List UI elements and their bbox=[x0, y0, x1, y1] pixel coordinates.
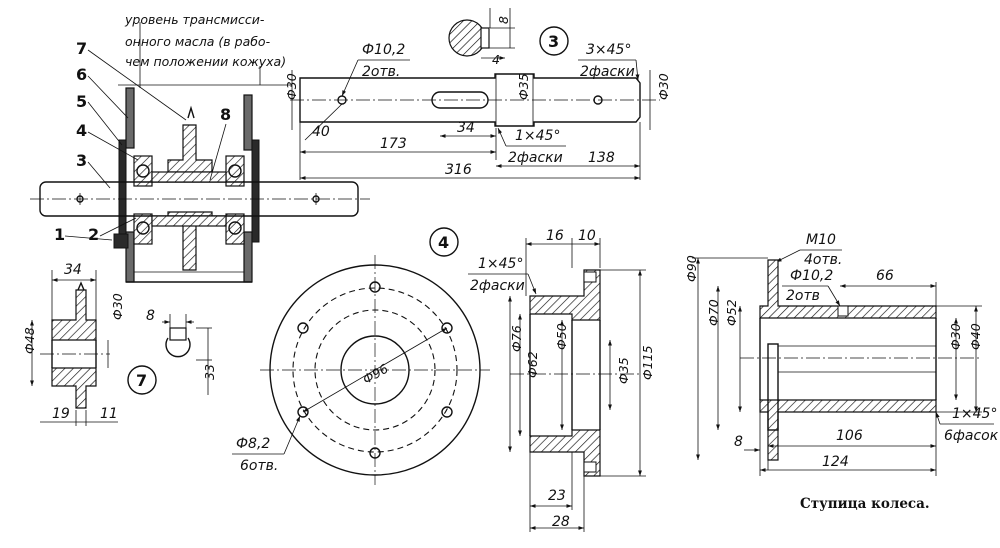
shaft-dia-right: Ф30 bbox=[656, 73, 671, 100]
shaft-dim-138: 138 bbox=[588, 150, 615, 166]
part-number-7: 7 bbox=[76, 39, 87, 58]
part-number-1: 1 bbox=[54, 225, 65, 244]
sprocket-dia-30: Ф30 bbox=[110, 293, 125, 320]
sprocket-detail: 34 Ф48 Ф30 19 11 7 8 33 bbox=[22, 262, 217, 426]
sprocket-detail-label: 7 bbox=[136, 371, 147, 390]
hub-thread: М10 bbox=[806, 232, 836, 248]
shaft-dia-mid: Ф35 bbox=[516, 73, 531, 100]
hub-dim-106: 106 bbox=[836, 428, 863, 444]
hub-dia-70: Ф70 bbox=[706, 299, 721, 326]
part-number-3: 3 bbox=[76, 151, 87, 170]
hub-chamfer: 1×45° bbox=[952, 406, 997, 422]
part-number-5: 5 bbox=[76, 92, 87, 111]
part-number-2: 2 bbox=[88, 225, 99, 244]
flange-dim-16: 16 bbox=[546, 228, 564, 244]
flange-chamfer-count: 2фаски bbox=[470, 278, 525, 294]
sprocket-dia-48: Ф48 bbox=[22, 327, 37, 354]
oil-level-note-line-1: уровень трансмисси- bbox=[124, 12, 265, 27]
part-number-8: 8 bbox=[220, 105, 231, 124]
flange-dia-62: Ф62 bbox=[525, 351, 540, 378]
sprocket-dim-11: 11 bbox=[100, 406, 118, 422]
shaft-detail: 3 8 4 Ф10,2 2отв. 3×45° 2фаски Ф30 Ф35 Ф… bbox=[284, 8, 671, 180]
hub-thread-count: 4отв. bbox=[804, 252, 842, 268]
flange-hole-dim: Ф8,2 bbox=[236, 436, 270, 452]
shaft-chamfer-big: 3×45° bbox=[586, 42, 631, 58]
hub-hole-count: 2отв bbox=[786, 288, 820, 304]
shaft-hole-count: 2отв. bbox=[362, 64, 400, 80]
shaft-hole-dim: Ф10,2 bbox=[362, 42, 405, 58]
key-height-dim: 8 bbox=[496, 16, 511, 24]
shaft-dim-34: 34 bbox=[457, 120, 475, 136]
oil-level-note-line-3: чем положении кожуха) bbox=[125, 54, 286, 69]
hub-dim-66: 66 bbox=[876, 268, 894, 284]
hub-detail: М10 4отв. Ф10,2 2отв 66 Ф90 Ф70 Ф52 Ф30 … bbox=[684, 232, 999, 512]
oil-level-note-line-2: онного масла (в рабо- bbox=[125, 34, 271, 49]
flange-dia-76: Ф76 bbox=[509, 325, 524, 352]
flange-dia-115: Ф115 bbox=[640, 345, 655, 380]
shaft-detail-label: 3 bbox=[548, 32, 559, 51]
flange-chamfer: 1×45° bbox=[478, 256, 523, 272]
flange-detail: 4 Ф96 Ф8,2 6отв. 16 10 1×45° 2фаски bbox=[232, 227, 655, 532]
hub-dim-124: 124 bbox=[822, 454, 849, 470]
hub-dia-90: Ф90 bbox=[684, 255, 699, 282]
hub-dim-8: 8 bbox=[734, 434, 743, 450]
shaft-chamfer-big-count: 2фаски bbox=[580, 64, 635, 80]
sprocket-key-33: 33 bbox=[202, 364, 217, 380]
shaft-chamfer-small-count: 2фаски bbox=[508, 150, 563, 166]
hub-dia-52: Ф52 bbox=[724, 299, 739, 326]
sprocket-dim-34: 34 bbox=[64, 262, 82, 278]
flange-hole-count: 6отв. bbox=[240, 458, 278, 474]
flange-dia-35: Ф35 bbox=[616, 357, 631, 384]
flange-detail-label: 4 bbox=[438, 233, 449, 252]
shaft-dim-40: 40 bbox=[312, 124, 330, 140]
flange-dim-28: 28 bbox=[552, 514, 570, 530]
hub-dia-40: Ф40 bbox=[968, 323, 983, 350]
hub-dia-30: Ф30 bbox=[948, 323, 963, 350]
shaft-dia-left: Ф30 bbox=[284, 73, 299, 100]
flange-dim-10: 10 bbox=[578, 228, 596, 244]
part-number-4: 4 bbox=[76, 121, 87, 140]
hub-chamfer-count: 6фасок bbox=[944, 428, 999, 444]
hub-hole: Ф10,2 bbox=[790, 268, 833, 284]
sprocket-key-8: 8 bbox=[146, 308, 155, 324]
figure-caption: Ступица колеса. bbox=[800, 496, 930, 512]
assembly-view: уровень трансмисси- онного масла (в рабо… bbox=[30, 12, 370, 283]
part-number-6: 6 bbox=[76, 65, 87, 84]
shaft-dim-173: 173 bbox=[380, 136, 407, 152]
shaft-chamfer-small: 1×45° bbox=[515, 128, 560, 144]
sprocket-dim-19: 19 bbox=[52, 406, 70, 422]
shaft-dim-316: 316 bbox=[445, 162, 472, 178]
flange-dim-23: 23 bbox=[548, 488, 566, 504]
key-width-dim: 4 bbox=[492, 52, 500, 67]
flange-dia-50: Ф50 bbox=[554, 323, 569, 350]
